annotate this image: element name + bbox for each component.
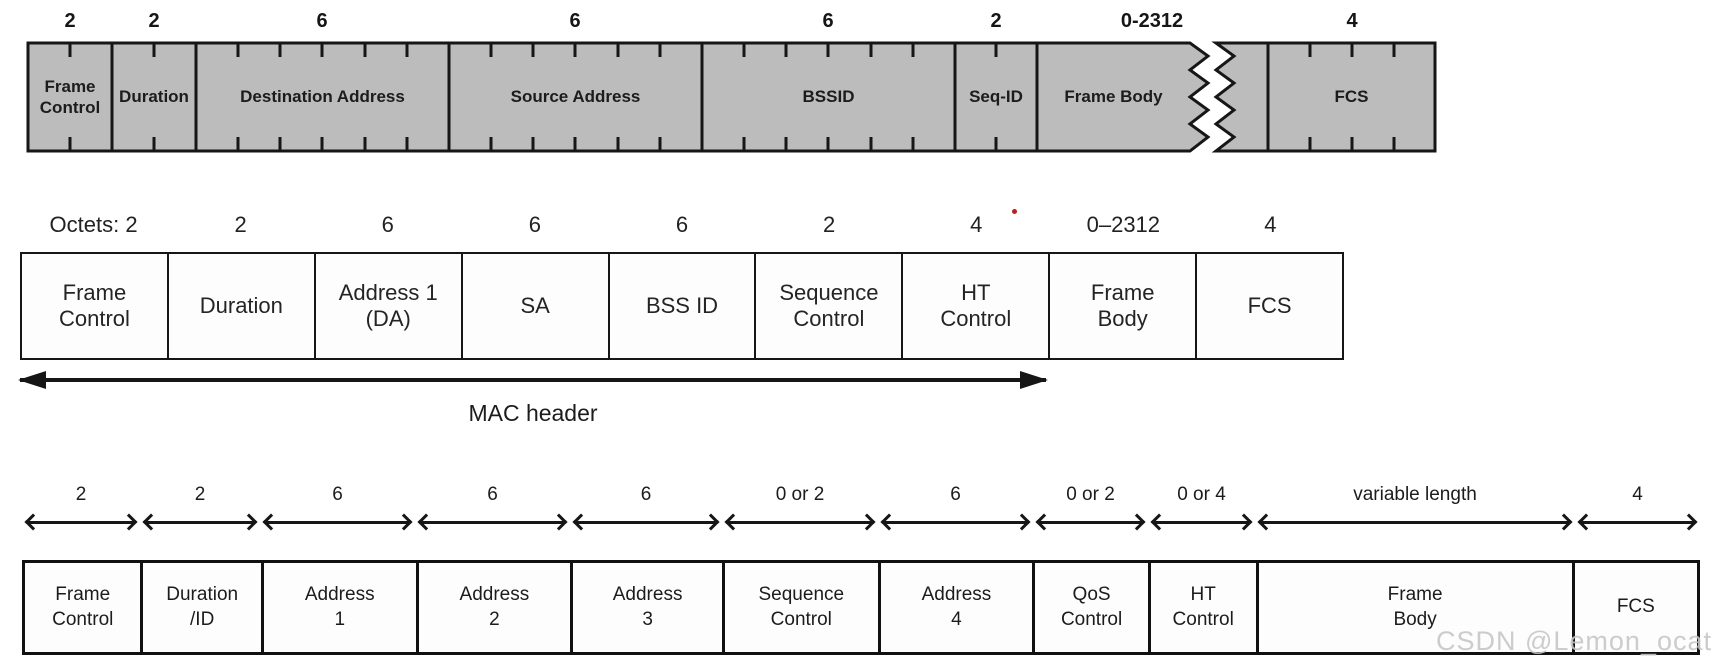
double-arrow (421, 521, 564, 524)
top-field-label: Destination Address (240, 87, 405, 107)
top-size-label: 6 (822, 10, 834, 32)
middle-cell-ht-control: HT Control (903, 254, 1051, 358)
field-size-label: 6 (950, 484, 961, 505)
csdn-watermark: CSDN @Lemon_ocat (1435, 626, 1712, 656)
top-frame-diagram-shapes (26, 41, 1437, 153)
top-field-label: Source Address (510, 87, 641, 107)
octet-size-label: 2 (234, 212, 247, 237)
double-arrow (1261, 521, 1569, 524)
bottom-size-arrow-row: 2 2 6 6 6 0 or 2 6 0 or 2 0 or 4 variabl… (22, 484, 1700, 524)
field-size-label: 0 or 2 (775, 484, 825, 505)
field-size-label: 6 (487, 484, 498, 505)
bottom-cell-ht-control: HT Control (1151, 563, 1259, 652)
top-cell-duration (110, 41, 198, 153)
middle-cell-bss-id: BSS ID (610, 254, 757, 358)
top-cell-destination-address (194, 41, 451, 153)
double-arrow (576, 521, 716, 524)
octet-size-label: 6 (381, 212, 394, 237)
bottom-cell-qos-control: QoS Control (1035, 563, 1151, 652)
field-size-label: 0 or 4 (1177, 484, 1226, 505)
top-size-label: 2 (148, 10, 160, 32)
field-size-label: variable length (1353, 484, 1477, 505)
bottom-cell-fcs: FCS (1616, 596, 1655, 618)
field-size-label: 4 (1632, 484, 1643, 505)
top-field-label: Duration (119, 87, 189, 107)
double-arrow (266, 521, 409, 524)
top-size-label: 4 (1346, 10, 1358, 32)
middle-cell-frame-body: Frame Body (1050, 254, 1198, 358)
bottom-cell-address-4: Address 4 (881, 563, 1036, 652)
octet-size-label: 6 (528, 212, 541, 237)
bottom-cell-frame-body: Frame Body (1259, 563, 1575, 652)
bottom-frame-row: Frame Control Duration /ID Address 1 Add… (22, 560, 1700, 655)
double-arrow (146, 521, 254, 524)
top-cell-seq-id (953, 41, 1039, 153)
top-size-label: 6 (569, 10, 581, 32)
double-arrow (728, 521, 872, 524)
field-size-label: 6 (332, 484, 343, 505)
field-size-label: 2 (75, 484, 87, 505)
middle-cell-address-1: Address 1 (DA) (316, 254, 463, 358)
double-arrow (1581, 521, 1694, 524)
octet-size-label: 4 (1264, 212, 1277, 237)
octet-tick-marks (68, 44, 1396, 150)
field-size-label: 0 or 2 (1066, 484, 1115, 505)
top-field-label: BSSID (802, 87, 855, 107)
top-size-label: 0-2312 (1120, 10, 1184, 32)
octets-label: Octets: 2 (49, 212, 138, 237)
top-cell-frame-control (26, 41, 114, 153)
middle-cell-sequence-control: Sequence Control (756, 254, 904, 358)
top-size-label: 2 (64, 10, 76, 32)
top-cell-bssid (700, 41, 957, 153)
bottom-cell-duration-id: Duration /ID (143, 563, 264, 652)
top-cell-frame-body-zigzag (1035, 41, 1211, 153)
bottom-cell-address-3: Address 3 (573, 563, 725, 652)
top-field-label: Frame Control (39, 76, 101, 117)
middle-cell-sa: SA (463, 254, 610, 358)
octet-size-label: 4 (970, 212, 983, 237)
bottom-cell-sequence-control: Sequence Control (725, 563, 881, 652)
zigzag-break-stub (1211, 41, 1270, 153)
double-arrow (1154, 521, 1249, 524)
middle-cell-frame-control: Frame Control (22, 254, 169, 358)
mac-header-double-arrow (18, 371, 1048, 388)
top-cell-fcs (1266, 41, 1437, 153)
middle-cell-duration: Duration (169, 254, 316, 358)
double-arrow (28, 521, 134, 524)
top-size-label: 2 (990, 10, 1002, 32)
double-arrow (1039, 521, 1142, 524)
mac-header-label: MAC header (468, 400, 598, 426)
double-arrow (884, 521, 1027, 524)
top-field-label: Seq-ID (969, 87, 1023, 107)
field-size-label: 6 (640, 484, 652, 505)
field-size-label: 2 (194, 484, 206, 505)
top-field-label: Frame Body (1064, 87, 1163, 107)
bottom-cell-frame-control: Frame Control (25, 563, 144, 652)
octet-size-label: 2 (822, 212, 836, 237)
middle-octet-labels: Octets: 2 2 6 6 6 2 4 0–2312 4 (20, 212, 1344, 238)
octet-size-label: 0–2312 (1086, 212, 1161, 237)
bottom-cell-address-2: Address 2 (419, 563, 574, 652)
bottom-cell-address-1: Address 1 (264, 563, 419, 652)
top-size-label: 6 (316, 10, 328, 32)
middle-cell-fcs: FCS (1247, 292, 1292, 318)
octet-size-label: 6 (675, 212, 689, 237)
top-field-label: FCS (1334, 87, 1369, 107)
middle-frame-row: Frame Control Duration Address 1 (DA) SA… (20, 252, 1344, 360)
red-dot-artifact (1012, 209, 1017, 214)
